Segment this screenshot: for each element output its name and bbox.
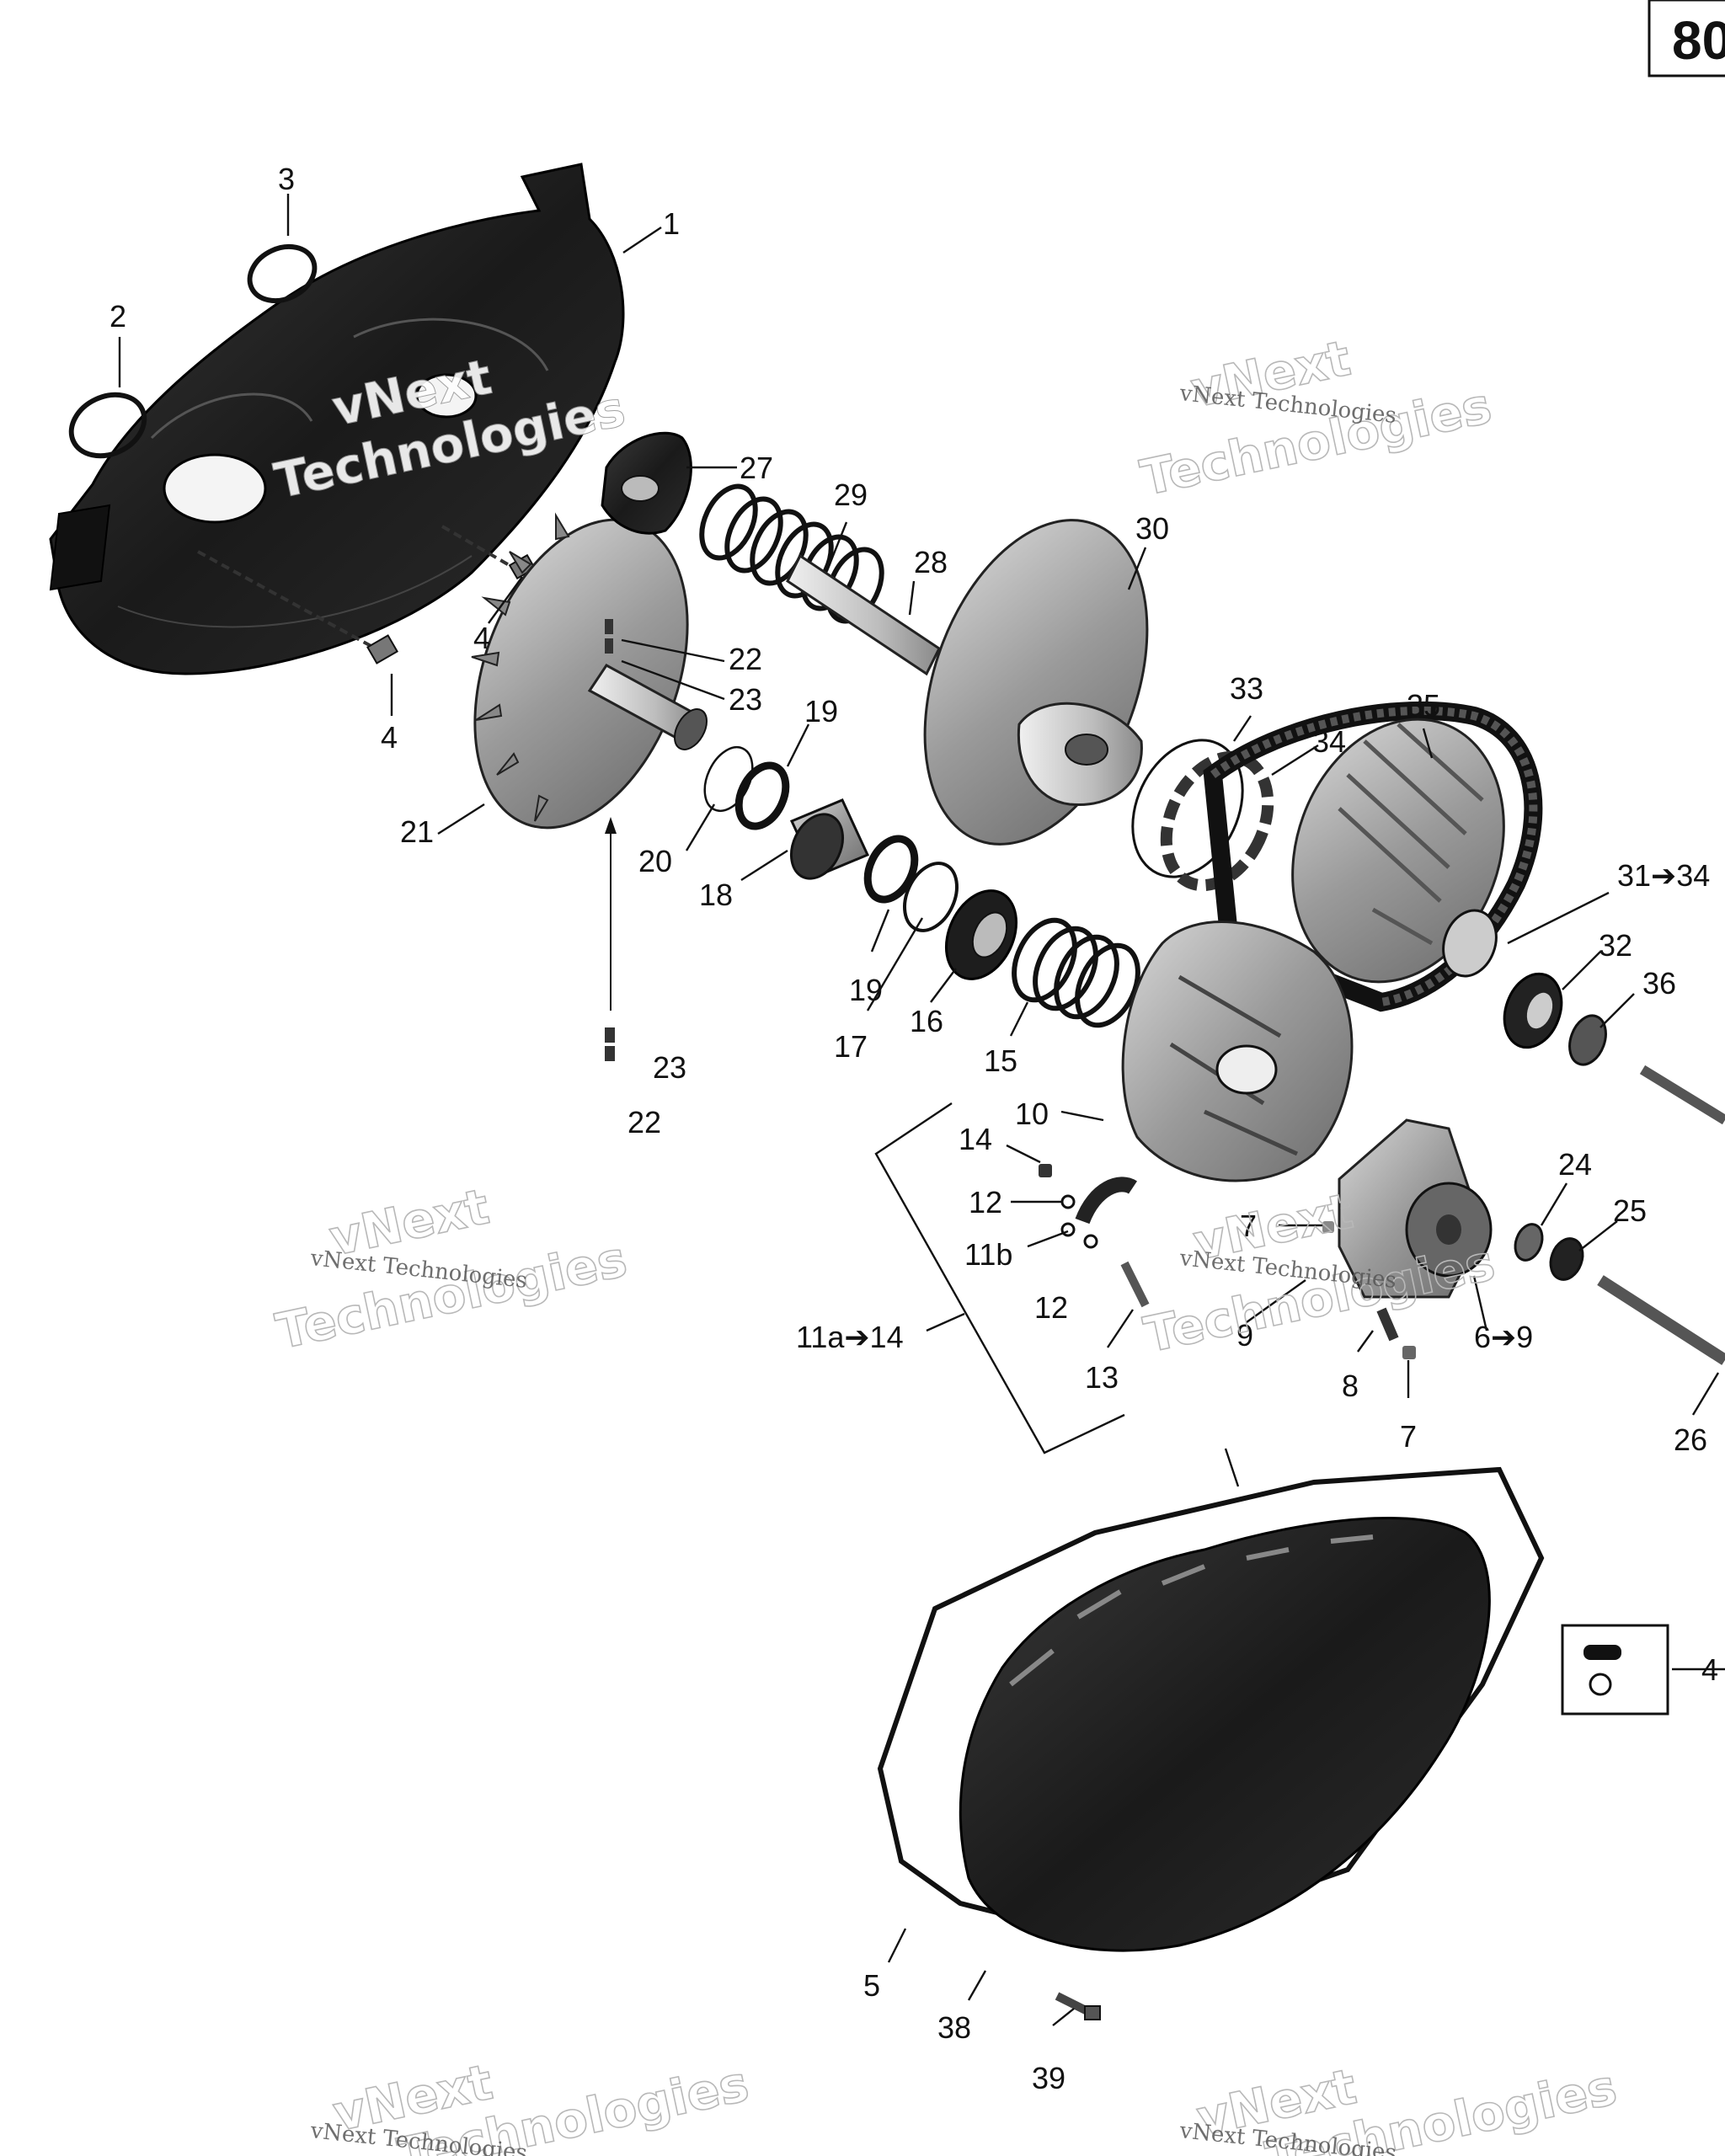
part-35-belt-and-pulley	[1203, 701, 1543, 1012]
small-hardware	[1039, 1164, 1416, 1359]
callout-9: 9	[1236, 1318, 1253, 1353]
part-39-bolt	[1055, 1992, 1101, 2020]
callout-14: 14	[959, 1122, 992, 1156]
callout-19-lower: 19	[849, 973, 883, 1007]
callout-12-lower: 12	[1034, 1290, 1068, 1325]
leader-lines	[118, 194, 1725, 2026]
part-30-moveable-sheave	[923, 519, 1149, 846]
callout-18: 18	[699, 878, 733, 912]
page-number-box: 80	[1648, 0, 1725, 77]
callout-8: 8	[1342, 1369, 1359, 1403]
callout-21: 21	[400, 814, 434, 849]
callout-31-34: 31➔34	[1617, 858, 1710, 893]
part-2-ring	[68, 392, 147, 459]
callout-7-upper: 7	[1240, 1209, 1257, 1243]
callout-34: 34	[1312, 724, 1346, 759]
callout-19-upper: 19	[804, 694, 838, 728]
part-6-9-cam	[1338, 1118, 1493, 1299]
callout-23-lower: 23	[653, 1050, 686, 1085]
part-26-bolt	[1597, 1275, 1725, 1365]
part-27-cap	[601, 431, 692, 535]
part-22-23-pins	[605, 817, 617, 1061]
part-24-washer	[1514, 1223, 1544, 1262]
callout-4-lower: 4	[381, 720, 398, 755]
part-38-outer-cover	[959, 1517, 1491, 1952]
callout-17: 17	[834, 1029, 868, 1064]
part-18-bushing	[789, 798, 870, 880]
callout-5: 5	[863, 1968, 880, 2003]
callout-15: 15	[984, 1043, 1017, 1078]
callout-36: 36	[1642, 966, 1676, 1001]
part-31-bolt	[1639, 1065, 1725, 1125]
callout-3: 3	[278, 162, 295, 196]
part-20-clip	[703, 745, 754, 813]
callout-22-lower: 22	[628, 1105, 661, 1139]
part-15-spring	[1012, 917, 1140, 1028]
callout-13: 13	[1085, 1360, 1119, 1395]
page-number: 80	[1672, 10, 1725, 71]
part-36-washer	[1568, 1014, 1607, 1066]
callout-35: 35	[1407, 688, 1440, 723]
callout-24: 24	[1558, 1147, 1592, 1182]
callout-4-upper: 4	[473, 621, 490, 655]
callout-7-lower: 7	[1400, 1419, 1417, 1454]
callout-12-upper: 12	[969, 1185, 1002, 1219]
part-29-spring	[699, 483, 884, 624]
bracket-11a-14	[874, 1102, 1125, 1454]
part-10-spider	[1121, 921, 1354, 1182]
callout-6-9: 6➔9	[1474, 1320, 1533, 1354]
part-28-shaft	[786, 553, 941, 676]
part-33-ring	[1131, 739, 1244, 878]
callout-29: 29	[834, 478, 868, 512]
callout-30: 30	[1135, 511, 1169, 546]
part-32-bearing	[1503, 972, 1563, 1049]
callout-39: 39	[1032, 2061, 1065, 2095]
callout-25: 25	[1613, 1193, 1647, 1228]
part-25-washer	[1549, 1237, 1584, 1281]
callout-20: 20	[638, 844, 672, 878]
callout-1: 1	[663, 206, 680, 241]
callout-2: 2	[109, 299, 126, 334]
callout-38: 38	[937, 2010, 971, 2045]
part-16-seal	[944, 889, 1018, 980]
callout-labels: 1 2 3 4 4 27 29 28 30 22 23 19 21 20 18 …	[109, 162, 1718, 2095]
callout-22-upper: 22	[729, 642, 762, 676]
part-19-ring-b	[863, 835, 919, 904]
callout-10: 10	[1015, 1097, 1049, 1131]
callout-28: 28	[914, 545, 948, 579]
callout-32: 32	[1599, 928, 1632, 963]
callout-27: 27	[740, 451, 773, 485]
kit-box	[1561, 1624, 1669, 1716]
callout-16: 16	[910, 1004, 943, 1038]
callout-33: 33	[1230, 671, 1263, 706]
callout-11a-14: 11a➔14	[796, 1320, 904, 1354]
callout-kit: 4	[1701, 1652, 1718, 1687]
part-19-ring-a	[734, 761, 790, 830]
callout-26: 26	[1674, 1422, 1707, 1457]
callout-23-upper: 23	[729, 682, 762, 717]
part-3-ring	[247, 243, 318, 304]
callout-11b: 11b	[964, 1237, 1012, 1272]
